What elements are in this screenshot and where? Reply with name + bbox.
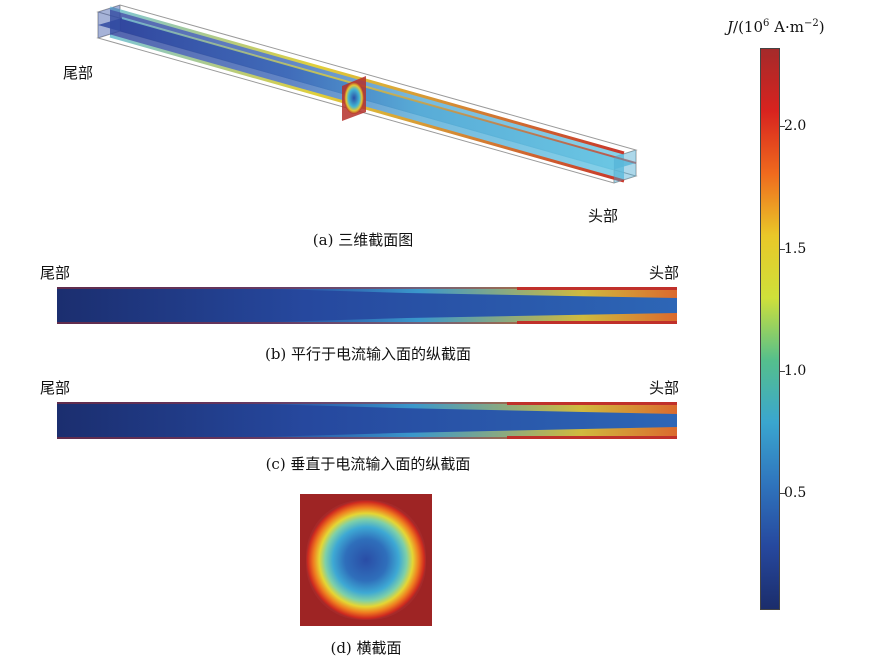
colorbar-title: J/(106 A·m−2) xyxy=(727,18,825,36)
panel-a-tail-label: 尾部 xyxy=(63,64,94,82)
colorbar-tick-mark xyxy=(780,371,785,372)
colorbar-ticks: 2.0 1.5 1.0 0.5 xyxy=(780,48,840,610)
panel-a-rod-graphic xyxy=(96,4,638,184)
panel-b-section-strip xyxy=(57,287,677,324)
panel-a-3d-view xyxy=(0,0,700,230)
panel-b-head-label: 头部 xyxy=(649,264,680,282)
panel-c-section-strip xyxy=(57,402,677,439)
colorbar-title-exp: 6 xyxy=(763,18,770,29)
panel-a-head-label: 头部 xyxy=(588,207,619,225)
colorbar-gradient xyxy=(760,48,780,610)
colorbar-title-unit-exp: −2 xyxy=(803,18,819,29)
colorbar-tick-mark xyxy=(780,249,785,250)
panel-b-tail-label: 尾部 xyxy=(40,264,71,282)
colorbar-tick-label: 2.0 xyxy=(784,118,807,134)
colorbar-title-unit: A·m xyxy=(769,18,804,36)
colorbar-title-close: ) xyxy=(818,18,825,36)
colorbar-title-prefix: /(10 xyxy=(733,18,764,36)
colorbar-title-symbol: J xyxy=(727,18,734,36)
colorbar-tick-mark xyxy=(780,493,785,494)
colorbar-tick-label: 1.5 xyxy=(784,241,807,257)
panel-d-caption: (d) 横截面 xyxy=(330,639,402,657)
panel-b-caption: (b) 平行于电流输入面的纵截面 xyxy=(264,345,472,363)
colorbar-tick-label: 0.5 xyxy=(784,485,807,501)
colorbar-tick-label: 1.0 xyxy=(784,363,807,379)
panel-c-caption: (c) 垂直于电流输入面的纵截面 xyxy=(265,455,471,473)
panel-c-head-label: 头部 xyxy=(649,379,680,397)
panel-c-tail-label: 尾部 xyxy=(40,379,71,397)
panel-a-caption: (a) 三维截面图 xyxy=(312,231,414,249)
colorbar-tick-mark xyxy=(780,126,785,127)
panel-d-cross-section xyxy=(300,494,432,626)
